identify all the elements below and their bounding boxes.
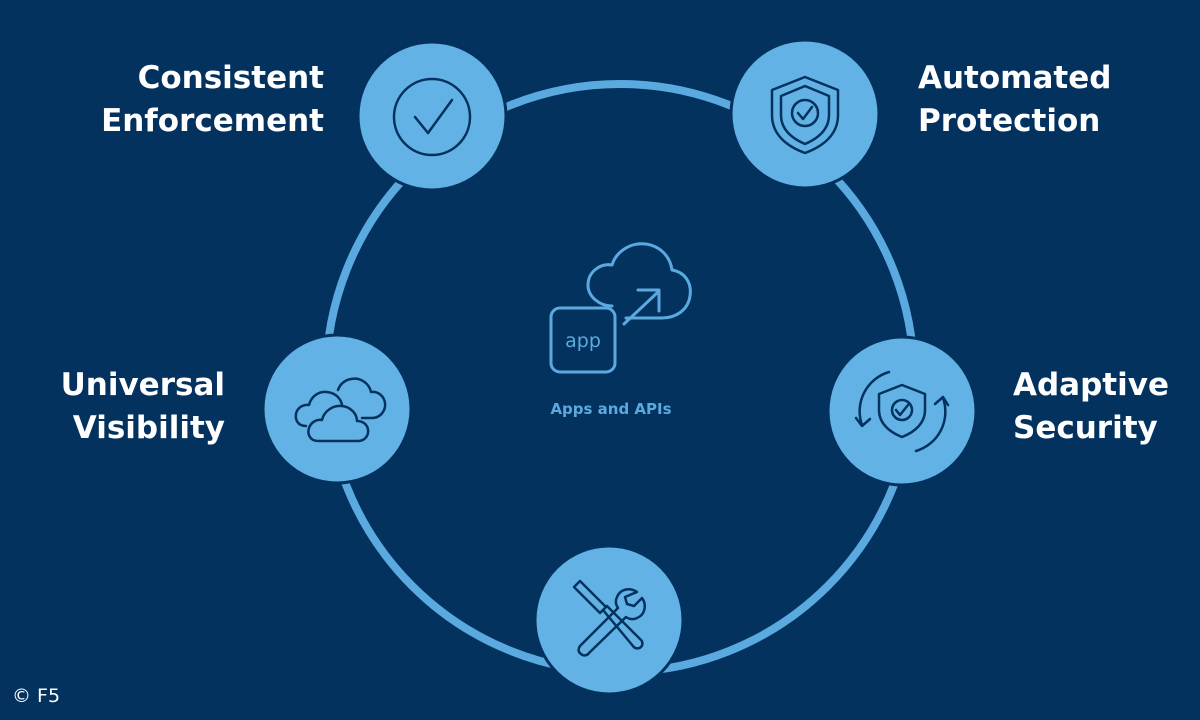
label-universal-visibility: Universal Visibility bbox=[61, 364, 225, 450]
copyright-notice: © F5 bbox=[12, 685, 61, 707]
node-consistent-enforcement bbox=[356, 40, 508, 192]
label-line: Consistent bbox=[137, 60, 324, 96]
node-adaptive-security bbox=[826, 335, 978, 487]
checkmark-circle-icon bbox=[392, 77, 472, 157]
app-badge-box bbox=[549, 306, 617, 374]
label-line: Adaptive bbox=[1013, 367, 1169, 403]
node-tools bbox=[533, 544, 685, 696]
clouds-icon bbox=[294, 377, 387, 443]
label-line: Enforcement bbox=[101, 103, 324, 139]
app-cloud-migrate-icon bbox=[586, 242, 692, 326]
node-automated-protection bbox=[729, 38, 881, 190]
shield-refresh-icon bbox=[854, 370, 950, 453]
label-line: Security bbox=[1013, 410, 1158, 446]
label-consistent-enforcement: Consistent Enforcement bbox=[101, 57, 324, 143]
label-line: Automated bbox=[918, 60, 1112, 96]
app-badge-text: app bbox=[565, 330, 601, 352]
center-caption: Apps and APIs bbox=[550, 400, 671, 418]
label-line: Universal bbox=[60, 367, 225, 403]
label-adaptive-security: Adaptive Security bbox=[1013, 364, 1169, 450]
label-line: Protection bbox=[918, 103, 1101, 139]
shield-check-icon bbox=[770, 75, 840, 155]
node-universal-visibility bbox=[261, 333, 413, 485]
tools-icon bbox=[572, 579, 646, 657]
label-automated-protection: Automated Protection bbox=[918, 57, 1111, 143]
label-line: Visibility bbox=[72, 410, 225, 446]
